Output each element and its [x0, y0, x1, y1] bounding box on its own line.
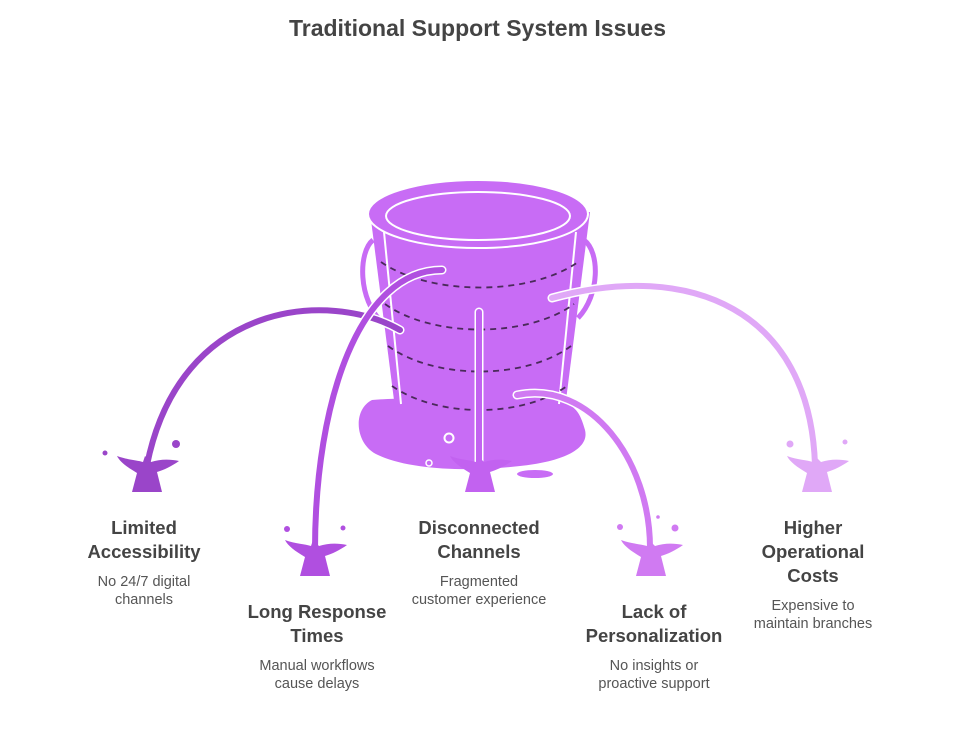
- bubble: [443, 432, 455, 444]
- issue-description: No 24/7 digital channels: [97, 574, 191, 608]
- bucket-handle-right: [576, 238, 598, 320]
- issue-long-response-times: Long Response Times Manual workflows cau…: [227, 600, 407, 693]
- splash-disconnected-channels: [450, 456, 512, 492]
- puddle-drop: [517, 470, 553, 478]
- issue-heading: Long Response Times: [247, 601, 387, 646]
- issue-higher-operational-costs: Higher Operational Costs Expensive to ma…: [723, 516, 903, 633]
- issue-description: Manual workflows cause delays: [259, 658, 375, 692]
- issue-heading: Higher Operational Costs: [761, 517, 865, 586]
- issue-heading: Limited Accessibility: [87, 517, 201, 562]
- issue-heading: Disconnected Channels: [418, 517, 540, 562]
- issue-description: Fragmented customer experience: [411, 574, 547, 608]
- splash-drop: [671, 524, 679, 532]
- splash-drop: [284, 526, 290, 532]
- splash-drop: [102, 450, 108, 456]
- splash-drop: [340, 525, 346, 531]
- splash-lack-of-personalization: [621, 540, 683, 576]
- issue-lack-of-personalization: Lack of Personalization No insights or p…: [564, 600, 744, 693]
- diagram-title: Traditional Support System Issues: [288, 15, 667, 41]
- splash-drop: [786, 440, 794, 448]
- splash-limited-accessibility: [117, 456, 179, 492]
- issue-description: Expensive to maintain branches: [753, 598, 873, 632]
- bubble: [425, 459, 433, 467]
- bucket-rim: [367, 179, 589, 249]
- bucket-rim-inner: [385, 191, 571, 241]
- issue-heading: Lack of Personalization: [585, 601, 723, 646]
- splash-higher-operational-costs: [787, 456, 849, 492]
- bucket-band: [380, 261, 579, 289]
- splash-drop: [172, 440, 180, 448]
- issue-disconnected-channels: Disconnected Channels Fragmented custome…: [389, 516, 569, 609]
- splash-long-response-times: [285, 540, 347, 576]
- splash-drop: [617, 524, 623, 530]
- issue-limited-accessibility: Limited Accessibility No 24/7 digital ch…: [54, 516, 234, 609]
- leak-stream-higher-operational-costs: [547, 281, 820, 470]
- splash-drop: [656, 515, 660, 519]
- splash-drop: [842, 439, 848, 445]
- issue-description: No insights or proactive support: [598, 658, 710, 692]
